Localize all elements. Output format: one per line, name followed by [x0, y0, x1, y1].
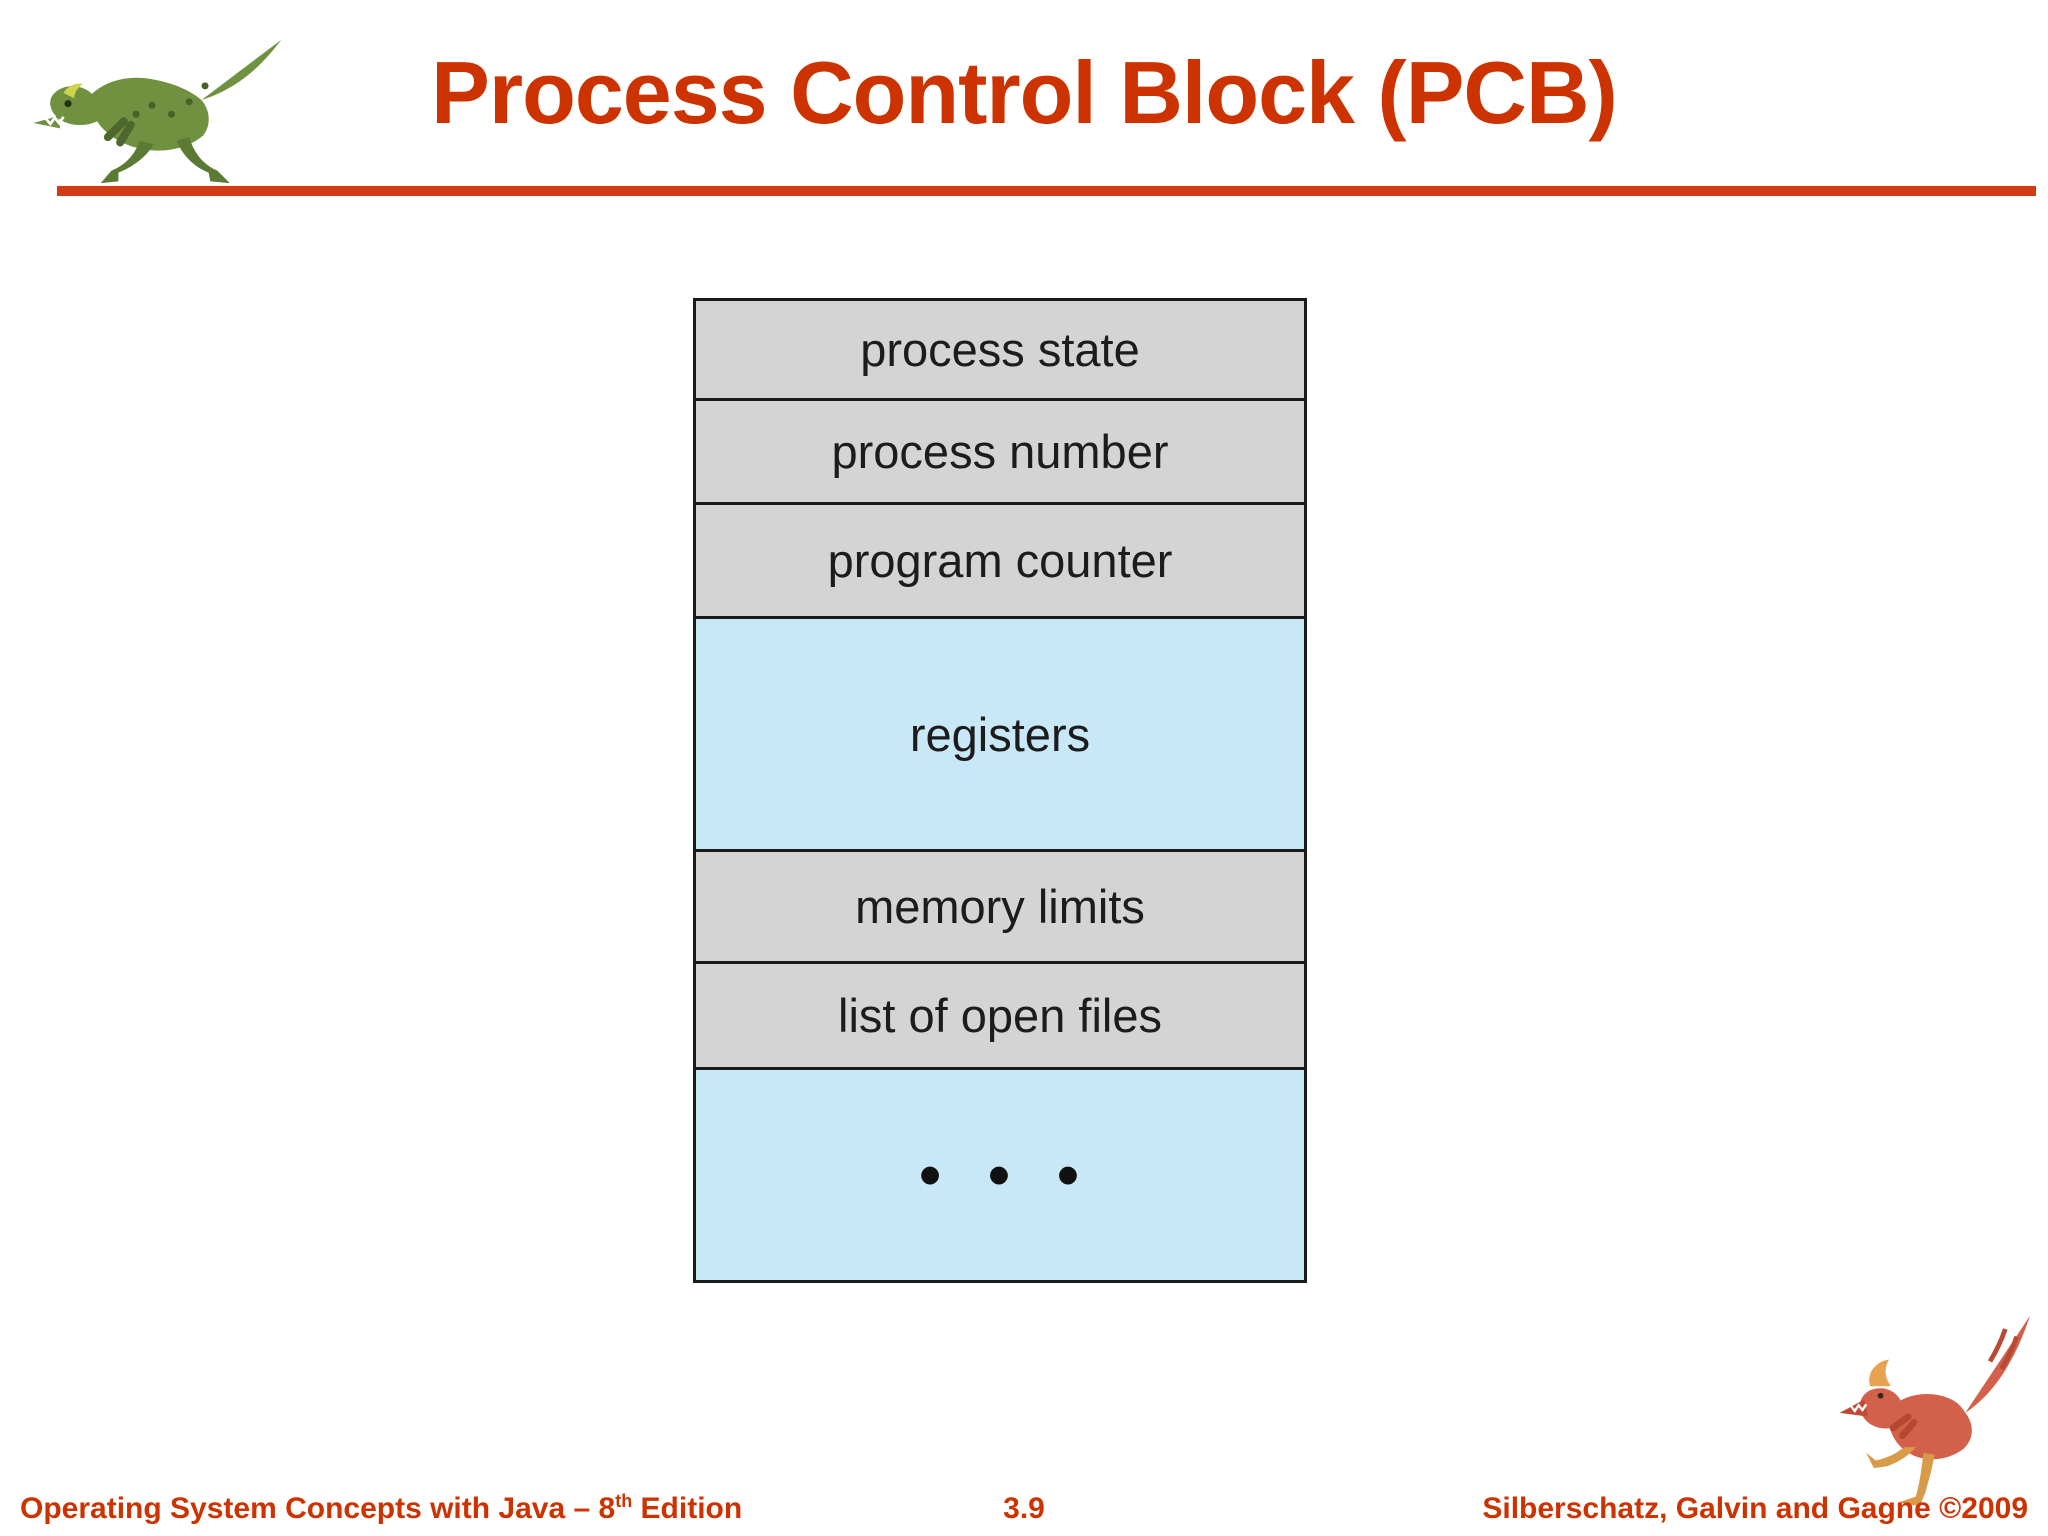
pcb-row-label: memory limits — [855, 880, 1145, 933]
pcb-row-process-state: process state — [696, 301, 1304, 398]
pcb-row-label: list of open files — [838, 989, 1162, 1042]
footer-book-title: Operating System Concepts with Java – 8t… — [20, 1491, 742, 1526]
footer-edition-text: Edition — [632, 1492, 743, 1525]
pcb-row-label: process state — [860, 323, 1140, 376]
pcb-row-registers: registers — [696, 616, 1304, 849]
pcb-row-label: process number — [831, 425, 1169, 478]
pcb-diagram: process state process number program cou… — [693, 298, 1307, 1283]
red-dinosaur-icon — [1839, 1315, 2031, 1507]
footer-book-title-text: Operating System Concepts with Java – 8 — [20, 1492, 616, 1525]
green-dinosaur-icon — [33, 39, 282, 184]
page-title: Process Control Block (PCB) — [431, 43, 1618, 142]
footer-superscript: th — [615, 1491, 633, 1511]
title-divider — [57, 186, 2036, 196]
pcb-row-label: registers — [909, 707, 1091, 761]
pcb-row-process-number: process number — [696, 398, 1304, 502]
pcb-row-ellipsis: • • • — [696, 1067, 1304, 1280]
ellipsis-dots: • • • — [919, 1140, 1081, 1210]
slide-number: 3.9 — [1003, 1492, 1045, 1525]
pcb-row-memory-limits: memory limits — [696, 849, 1304, 961]
pcb-row-list-of-open-files: list of open files — [696, 961, 1304, 1067]
footer-authors: Silberschatz, Galvin and Gagne ©2009 — [1482, 1492, 2028, 1525]
pcb-row-program-counter: program counter — [696, 502, 1304, 616]
pcb-row-label: program counter — [827, 534, 1173, 587]
